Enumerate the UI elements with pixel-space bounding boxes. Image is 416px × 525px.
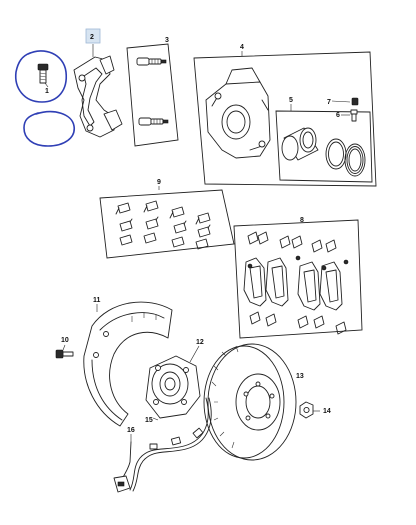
part-13-brake-rotor [203, 343, 297, 461]
callout-7: 7 [327, 99, 331, 106]
part-6-bleeder-screw [341, 109, 358, 122]
pad-hardware-top [247, 231, 337, 253]
part-9-pad-clips-panel [99, 186, 235, 259]
markup-circle-upper [15, 50, 67, 103]
callout-8: 8 [300, 217, 304, 224]
part-2-caliper-bracket [73, 28, 123, 138]
callout-9: 9 [157, 179, 161, 186]
callout-6: 6 [336, 112, 340, 119]
callout-5: 5 [289, 97, 293, 104]
markup-circle-lower [23, 110, 75, 147]
dust-boot [344, 143, 366, 177]
callout-11: 11 [93, 297, 101, 304]
part-15-speed-sensor-harness [129, 397, 212, 492]
callout-2-selection [85, 28, 101, 44]
part-11-splash-shield [83, 301, 173, 427]
caliper-piston [281, 127, 319, 161]
callout-13: 13 [296, 373, 304, 380]
callout-10: 10 [61, 337, 69, 344]
callout-4: 4 [240, 44, 244, 51]
part-16-sensor-connector [113, 434, 132, 493]
brake-caliper [205, 67, 271, 159]
brake-pad-set [243, 255, 349, 311]
callout-12: 12 [196, 339, 204, 346]
pad-hardware-bottom [249, 311, 347, 335]
guide-pin-upper [136, 57, 167, 66]
part-5-piston-seal-panel [275, 104, 373, 183]
callout-16: 16 [127, 427, 135, 434]
part-1-caliper-bolt [37, 63, 49, 88]
guide-pin-lower [138, 117, 169, 126]
part-4-caliper-panel [193, 51, 377, 187]
part-10-shield-bolt [55, 344, 74, 359]
part-3-guide-pins [126, 43, 179, 147]
callout-2: 2 [90, 34, 94, 41]
pad-clips [115, 200, 211, 250]
part-12-hub-bearing [145, 345, 201, 419]
part-7-bleeder-cap [331, 97, 359, 106]
part-14-hub-nut [299, 401, 320, 419]
callout-1: 1 [45, 88, 49, 95]
callout-15: 15 [145, 417, 153, 424]
part-8-brake-pads-panel [233, 219, 363, 339]
callout-3: 3 [165, 37, 169, 44]
callout-14: 14 [323, 408, 331, 415]
